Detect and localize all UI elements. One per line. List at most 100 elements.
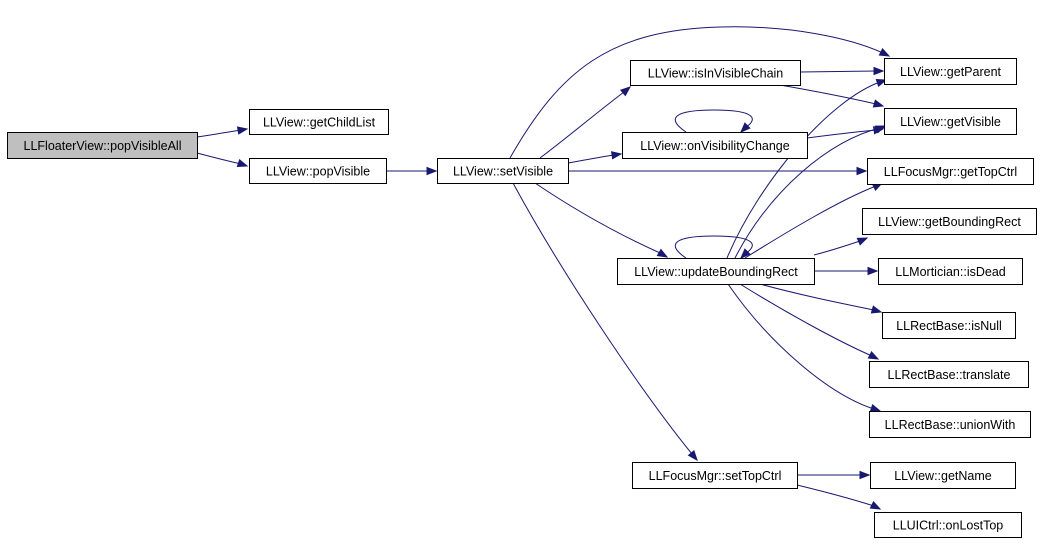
node-box[interactable] — [862, 208, 1037, 235]
node-n13[interactable]: LLRectBase::isNull — [882, 312, 1016, 339]
node-n16[interactable]: LLView::getName — [870, 462, 1016, 489]
node-box[interactable] — [878, 258, 1023, 285]
edge-n2-n3 — [386, 166, 438, 176]
node-label: LLView::popVisible — [266, 165, 370, 179]
node-box[interactable] — [869, 411, 1031, 438]
node-label: LLFocusMgr::getTopCtrl — [884, 165, 1017, 179]
node-n12[interactable]: LLMortician::isDead — [878, 258, 1023, 285]
node-box[interactable] — [884, 58, 1017, 85]
edge-n3-n10 — [568, 166, 868, 176]
edge-line — [567, 154, 615, 164]
node-label: LLMortician::isDead — [895, 265, 1006, 279]
edges-layer — [196, 26, 891, 510]
arrowhead — [426, 166, 438, 176]
edge-line — [509, 26, 884, 159]
node-n8[interactable]: LLView::getParent — [884, 58, 1017, 85]
node-n7[interactable]: LLFocusMgr::setTopCtrl — [632, 462, 798, 489]
edge-line — [512, 182, 693, 455]
edge-n5-n5 — [674, 109, 753, 133]
arrowhead — [878, 47, 891, 57]
node-n10[interactable]: LLFocusMgr::getTopCtrl — [867, 158, 1034, 185]
node-box[interactable] — [7, 132, 198, 159]
node-n1[interactable]: LLView::getChildList — [249, 109, 389, 135]
edge-n3-n8 — [509, 26, 891, 159]
node-n9[interactable]: LLView::getVisible — [884, 108, 1017, 135]
edge-n6-n6 — [674, 235, 753, 259]
node-n17[interactable]: LLUICtrl::onLostTop — [874, 512, 1022, 538]
node-n3[interactable]: LLView::setVisible — [437, 158, 569, 184]
node-n5[interactable]: LLView::onVisibilityChange — [622, 132, 808, 159]
arrowhead — [873, 66, 885, 76]
node-box[interactable] — [249, 109, 389, 135]
node-box[interactable] — [437, 158, 569, 184]
edge-n6-n13 — [759, 283, 883, 314]
node-n2[interactable]: LLView::popVisible — [249, 158, 387, 184]
edge-n5-n9 — [806, 126, 885, 139]
edge-line — [727, 283, 875, 410]
edge-line — [799, 70, 877, 73]
arrowhead — [236, 126, 249, 135]
edge-n3-n6 — [534, 182, 669, 258]
edge-n0-n1 — [196, 126, 249, 138]
edge-n4-n8 — [799, 66, 885, 76]
edge-line — [806, 129, 877, 139]
arrowhead — [236, 158, 249, 168]
node-label: LLView::updateBoundingRect — [634, 265, 798, 279]
arrowhead — [740, 122, 751, 133]
node-box[interactable] — [249, 158, 387, 184]
edge-line — [744, 185, 877, 259]
node-box[interactable] — [882, 312, 1016, 339]
node-box[interactable] — [617, 258, 815, 285]
edge-line — [674, 109, 753, 133]
node-box[interactable] — [632, 462, 798, 489]
edge-line — [759, 283, 875, 311]
node-label: LLRectBase::unionWith — [885, 418, 1016, 432]
arrowhead — [872, 99, 885, 108]
arrowhead — [869, 403, 882, 413]
edge-line — [196, 152, 242, 165]
arrowhead — [656, 248, 669, 258]
edge-n7-n16 — [797, 470, 871, 480]
node-n6[interactable]: LLView::updateBoundingRect — [617, 258, 815, 285]
arrowhead — [740, 248, 751, 259]
node-box[interactable] — [630, 60, 801, 86]
edge-n6-n12 — [814, 266, 879, 276]
node-box[interactable] — [869, 361, 1029, 388]
node-label: LLView::isInVisibleChain — [648, 67, 784, 81]
arrowhead — [867, 266, 879, 276]
node-n4[interactable]: LLView::isInVisibleChain — [630, 60, 801, 86]
edge-n6-n11 — [813, 237, 869, 256]
node-n0[interactable]: LLFloaterView::popVisibleAll — [7, 132, 198, 159]
edge-n6-n14 — [739, 283, 880, 360]
node-label: LLFloaterView::popVisibleAll — [24, 139, 182, 153]
edge-n7-n17 — [796, 484, 882, 510]
edge-n0-n2 — [196, 152, 249, 168]
node-label: LLView::getName — [894, 469, 992, 483]
node-box[interactable] — [622, 132, 808, 159]
node-label: LLRectBase::translate — [888, 368, 1011, 382]
node-n15[interactable]: LLRectBase::unionWith — [869, 411, 1031, 438]
edge-n3-n5 — [567, 151, 623, 164]
edge-line — [779, 84, 877, 105]
node-box[interactable] — [867, 158, 1034, 185]
edge-line — [734, 127, 881, 259]
node-n14[interactable]: LLRectBase::translate — [869, 361, 1029, 388]
arrowhead — [619, 86, 632, 97]
node-box[interactable] — [870, 462, 1016, 489]
node-box[interactable] — [874, 512, 1022, 538]
arrowhead — [875, 78, 888, 88]
edge-line — [674, 235, 753, 259]
node-n11[interactable]: LLView::getBoundingRect — [862, 208, 1037, 235]
node-label: LLUICtrl::onLostTop — [893, 519, 1004, 533]
arrowhead — [610, 151, 623, 160]
node-label: LLView::getChildList — [263, 116, 376, 130]
edge-line — [739, 283, 873, 357]
arrowhead — [870, 305, 883, 314]
node-label: LLView::getParent — [900, 65, 1002, 79]
edge-n6-n9 — [734, 125, 887, 259]
node-box[interactable] — [884, 108, 1017, 135]
arrowhead — [874, 125, 887, 134]
arrowhead — [856, 166, 868, 176]
node-label: LLView::setVisible — [453, 165, 553, 179]
edge-line — [534, 182, 661, 254]
